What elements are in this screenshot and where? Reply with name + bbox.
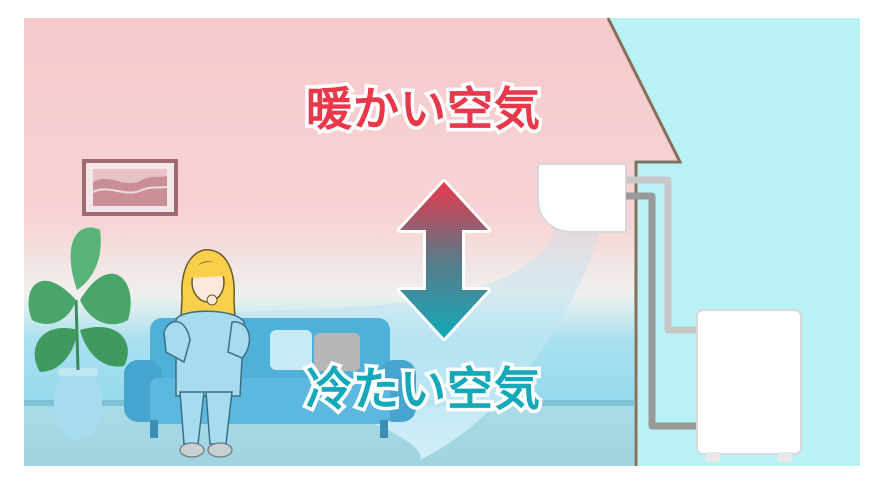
cool-air-label: 冷たい空気 xyxy=(303,362,544,416)
refrigerant-pipes xyxy=(626,176,700,430)
air-conditioner-icon xyxy=(537,163,627,233)
person-icon xyxy=(163,249,251,458)
roof-line xyxy=(606,17,683,466)
warm-air-label: 暖かい空気 xyxy=(303,82,544,136)
plant-icon xyxy=(28,227,131,440)
outdoor-unit-icon xyxy=(696,309,802,462)
cool-air-flow xyxy=(200,218,600,460)
picture-frame-icon xyxy=(82,159,178,216)
double-arrow-icon xyxy=(397,179,491,341)
